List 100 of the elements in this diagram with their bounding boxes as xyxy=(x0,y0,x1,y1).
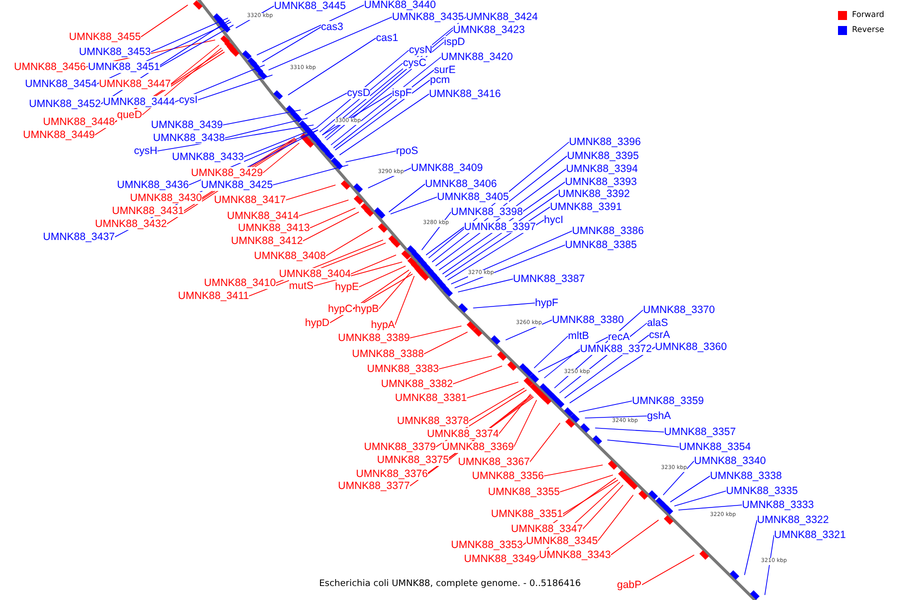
leader-line xyxy=(268,16,392,70)
leader-line xyxy=(140,4,188,38)
gene-label: UMNK88_3347 xyxy=(511,523,583,535)
leader-line xyxy=(569,346,656,404)
gene-label: gabP xyxy=(617,579,642,591)
gene-label: UMNK88_3453 xyxy=(79,46,151,58)
leader-line xyxy=(262,142,300,174)
gene-label: UMNK88_3394 xyxy=(566,163,638,175)
leader-line xyxy=(309,208,356,228)
gene-label: UMNK88_3322 xyxy=(757,514,829,526)
gene-label: cysC xyxy=(403,57,426,69)
gene-label: UMNK88_3397 xyxy=(464,221,536,233)
gene-label: cysD xyxy=(347,87,370,99)
leader-line xyxy=(350,254,396,274)
gene-label: UMNK88_3404 xyxy=(279,268,351,280)
gene-label: UMNK88_3376 xyxy=(356,468,428,480)
leader-line xyxy=(472,302,536,308)
leader-line xyxy=(150,18,228,52)
gene-label: UMNK88_3420 xyxy=(441,51,513,63)
gene-label: UMNK88_3359 xyxy=(632,395,704,407)
gene-label: UMNK88_3410 xyxy=(204,277,276,289)
leader-line xyxy=(513,400,538,448)
gene-label: UMNK88_3448 xyxy=(43,116,115,128)
gene-label: UMNK88_3333 xyxy=(742,499,814,511)
gene-label: UMNK88_3360 xyxy=(655,341,727,353)
gene-label: UMNK88_3405 xyxy=(437,191,509,203)
leader-line xyxy=(641,554,695,586)
leader-line xyxy=(298,200,349,216)
gene-label: UMNK88_3340 xyxy=(694,455,766,467)
leader-line xyxy=(345,150,396,162)
gene-label: cas3 xyxy=(321,21,344,33)
gene-label: UMNK88_3416 xyxy=(429,88,501,100)
gene-label: hypC xyxy=(328,303,353,315)
leader-line xyxy=(744,520,758,576)
gene-label: ispF xyxy=(392,87,412,99)
gene-label: UMNK88_3385 xyxy=(565,239,637,251)
leader-line xyxy=(326,42,444,140)
gene-label: UMNK88_3357 xyxy=(664,426,736,438)
gene-label: hypF xyxy=(535,297,558,309)
gene-label: UMNK88_3378 xyxy=(397,415,469,427)
gene-label: UMNK88_3379 xyxy=(364,441,436,453)
gene-label: gshA xyxy=(647,410,671,422)
gene-label: UMNK88_3387 xyxy=(513,273,585,285)
leader-line xyxy=(159,24,234,68)
leader-line xyxy=(325,228,374,256)
leader-line xyxy=(174,64,266,102)
gene-label: UMNK88_3447 xyxy=(99,78,171,90)
leader-line xyxy=(452,366,502,384)
gene-label: UMNK88_3429 xyxy=(191,167,263,179)
leader-line xyxy=(358,266,406,288)
leader-line xyxy=(678,504,742,510)
leader-line xyxy=(243,128,317,158)
leader-line xyxy=(447,220,544,280)
leader-line xyxy=(562,480,618,514)
gene-label: UMNK88_3372 xyxy=(580,343,652,355)
gene-label: pcm xyxy=(430,74,450,86)
gene-label: recA xyxy=(608,331,630,343)
leader-line xyxy=(559,474,614,492)
leader-line xyxy=(224,118,308,138)
gene-label: UMNK88_3391 xyxy=(550,201,622,213)
gene-label: UMNK88_3455 xyxy=(69,31,141,43)
leader-line xyxy=(454,244,566,288)
leader-line xyxy=(662,460,694,496)
gene-label: UMNK88_3449 xyxy=(23,129,95,141)
gene-label: mutS xyxy=(289,280,314,292)
leader-line xyxy=(262,26,322,62)
leader-line xyxy=(319,62,404,132)
leader-line xyxy=(302,212,360,242)
gene-label: cysI xyxy=(179,94,198,106)
caption: Escherichia coli UMNK88, complete genome. - 0..5186416 xyxy=(319,579,581,589)
gene-label: UMNK88_3382 xyxy=(381,378,453,390)
gene-label: UMNK88_3425 xyxy=(201,179,273,191)
gene-label: UMNK88_3386 xyxy=(572,225,644,237)
gene-label: alaS xyxy=(647,317,668,329)
gene-label: UMNK88_3424 xyxy=(466,11,538,23)
leader-line xyxy=(390,196,438,214)
leader-line xyxy=(505,320,552,340)
gene-label: UMNK88_3436 xyxy=(117,179,189,191)
gene-label: cysN xyxy=(409,44,432,56)
leader-line xyxy=(256,4,364,56)
leader-line xyxy=(388,184,426,212)
leader-line xyxy=(285,184,336,200)
gene-label: UMNK88_3433 xyxy=(172,151,244,163)
gene-label: UMNK88_3345 xyxy=(526,535,598,547)
gene-label: UMNK88_3321 xyxy=(774,529,846,541)
leader-line xyxy=(272,164,349,186)
gene-label: UMNK88_3398 xyxy=(451,206,523,218)
legend-label: Reverse xyxy=(852,25,884,35)
leader-line xyxy=(222,110,302,126)
gene-label: UMNK88_3353 xyxy=(451,539,523,551)
leader-line xyxy=(543,464,604,476)
leader-line xyxy=(610,520,659,556)
leader-line xyxy=(594,428,664,432)
leader-line xyxy=(544,348,580,378)
gene-label: UMNK88_3438 xyxy=(153,132,225,144)
legend-label: Forward xyxy=(852,10,884,20)
gene-label: UMNK88_3406 xyxy=(425,178,497,190)
gene-label: UMNK88_3370 xyxy=(643,304,715,316)
gene-label: cysH xyxy=(134,145,158,157)
leader-line xyxy=(324,30,454,138)
